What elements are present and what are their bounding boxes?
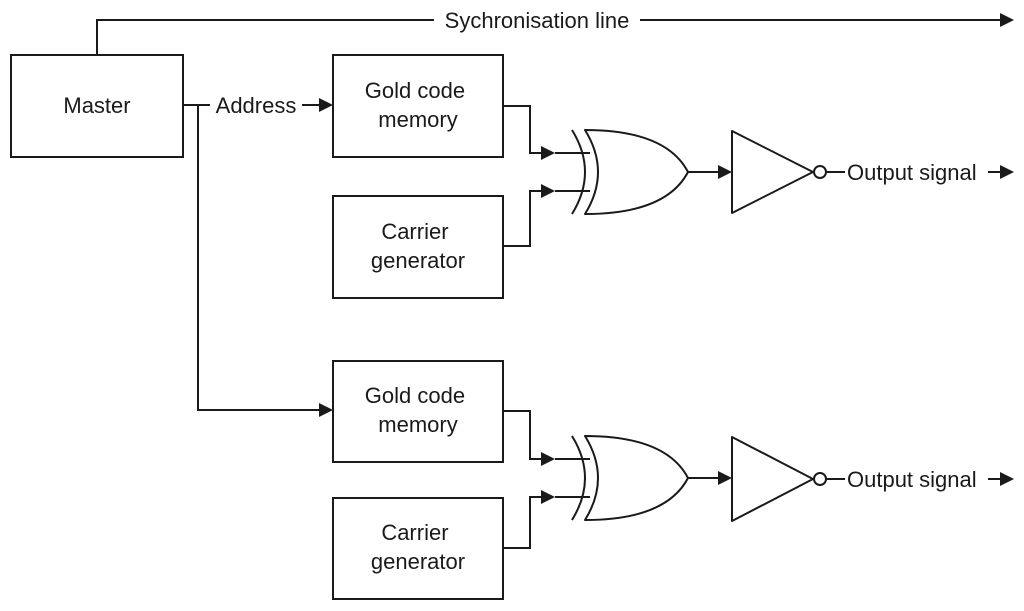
sync-line-label: Sychronisation line bbox=[445, 8, 630, 33]
output-arrow-head-2 bbox=[1000, 472, 1014, 486]
gold-code-memory-label-line-2: memory bbox=[378, 107, 457, 132]
address-branch-arrow-head bbox=[319, 403, 333, 417]
master-block: Master bbox=[10, 54, 184, 158]
master-label: Master bbox=[63, 93, 130, 118]
gate-input-arrow-1b bbox=[541, 184, 555, 198]
gold-code-memory-label-line-1: Gold code bbox=[365, 383, 465, 408]
carrier-generator-label-line-1: Carrier bbox=[381, 520, 448, 545]
inverter-input-arrow-1 bbox=[718, 165, 732, 179]
sync-arrow-head bbox=[1000, 13, 1014, 27]
gate-input-arrow-2a bbox=[541, 452, 555, 466]
gold-code-memory-label-line-2: memory bbox=[378, 412, 457, 437]
sync-line: Sychronisation line bbox=[96, 6, 1014, 54]
output-signal-label-2: Output signal bbox=[847, 467, 977, 492]
svg-text:Gold code memory: Gold code memory bbox=[365, 383, 471, 437]
carrier-generator-label-line-1: Carrier bbox=[381, 219, 448, 244]
inverter-bubble-1 bbox=[813, 165, 827, 179]
gold-code-memory-block-2: Gold code memory bbox=[332, 360, 504, 463]
xor-gate-2 bbox=[571, 435, 689, 521]
gate-input-arrow-2b bbox=[541, 490, 555, 504]
address-label: Address bbox=[216, 93, 297, 118]
address-bus: Address bbox=[183, 93, 333, 417]
inverter-bubble-2 bbox=[813, 472, 827, 486]
svg-text:Carrier generator: Carrier generator bbox=[371, 520, 465, 574]
carrier-generator-label-line-2: generator bbox=[371, 549, 465, 574]
inverter-input-arrow-2 bbox=[718, 471, 732, 485]
xor-gate-1 bbox=[571, 129, 689, 215]
channel-2: Gold code memory Carrier generator bbox=[332, 360, 1014, 600]
gold-code-memory-block-1: Gold code memory bbox=[332, 54, 504, 158]
svg-text:Carrier generator: Carrier generator bbox=[371, 219, 465, 273]
output-signal-label-1: Output signal bbox=[847, 160, 977, 185]
output-arrow-head-1 bbox=[1000, 165, 1014, 179]
gate-input-arrow-1a bbox=[541, 146, 555, 160]
carrier-generator-label-line-2: generator bbox=[371, 248, 465, 273]
inverter-2 bbox=[731, 436, 827, 522]
carrier-generator-block-1: Carrier generator bbox=[332, 195, 504, 299]
gold-code-memory-label-line-1: Gold code bbox=[365, 78, 465, 103]
inverter-1 bbox=[731, 130, 827, 214]
svg-text:Gold code memory: Gold code memory bbox=[365, 78, 471, 132]
channel-1: Gold code memory Carrier generator bbox=[332, 54, 1014, 299]
address-arrow-head bbox=[319, 98, 333, 112]
carrier-generator-block-2: Carrier generator bbox=[332, 497, 504, 600]
